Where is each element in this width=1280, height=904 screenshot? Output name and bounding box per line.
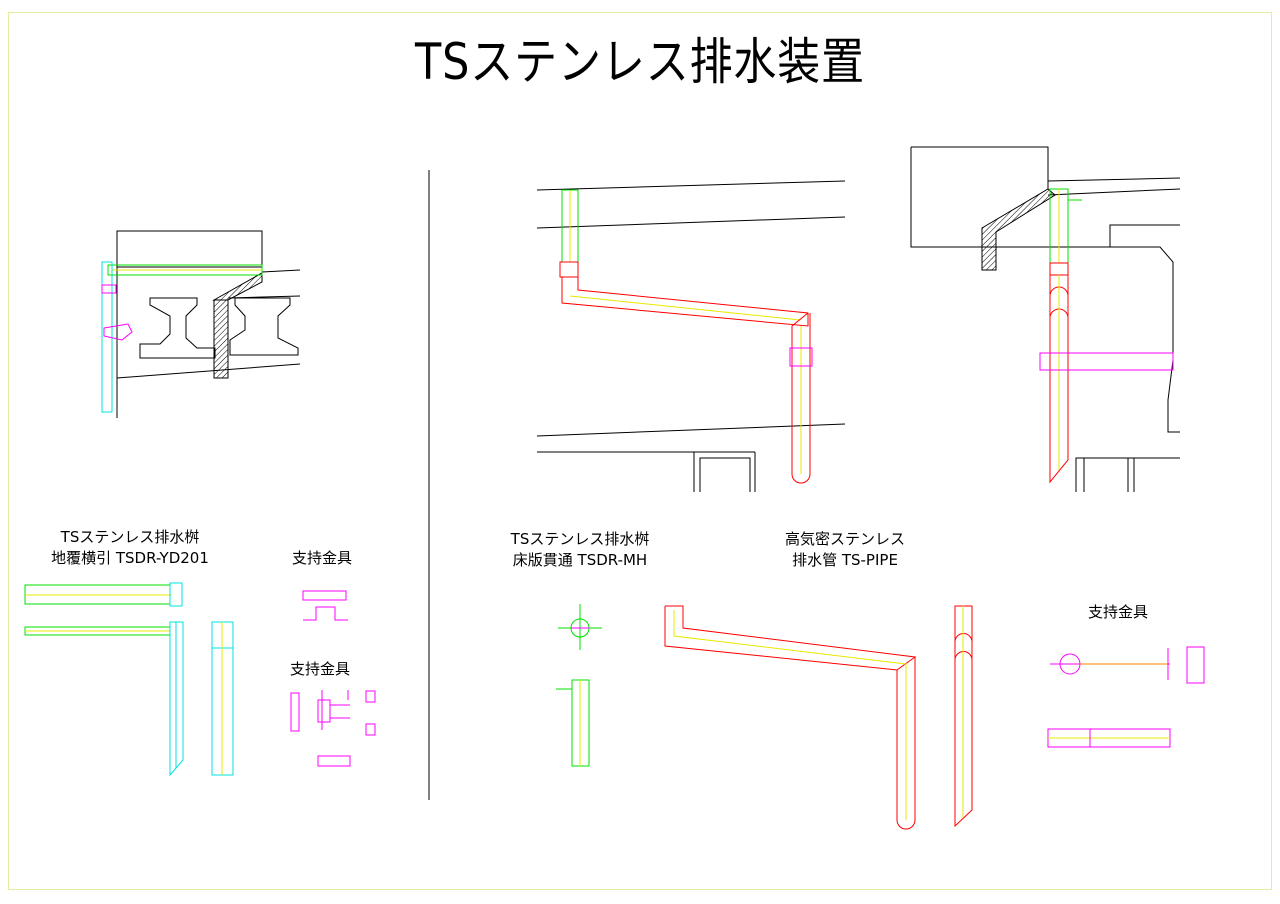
detail-yd201-section — [101, 230, 301, 418]
support-label-3: 支持金具 — [1088, 603, 1149, 621]
drawing-title: TSステンレス排水装置 — [414, 33, 866, 91]
pipe-label: 高気密ステンレス 排水管 TS-PIPE — [765, 529, 925, 571]
yd201-label: TSステンレス排水桝 地覆横引 TSDR-YD201 — [40, 527, 220, 569]
ts-pipe-components — [664, 605, 973, 830]
mh-components — [556, 604, 602, 767]
yd201-label-line2: 地覆横引 TSDR-YD201 — [51, 549, 209, 567]
detail-mh-section — [910, 146, 1181, 492]
mh-label: TSステンレス排水桝 床版貫通 TSDR-MH — [490, 529, 670, 571]
yd201-components — [24, 582, 376, 777]
yd201-label-line1: TSステンレス排水桝 — [60, 528, 200, 546]
support-label-1: 支持金具 — [292, 549, 353, 567]
pipe-label-line1: 高気密ステンレス — [784, 530, 905, 548]
mh-label-line1: TSステンレス排水桝 — [510, 530, 650, 548]
drawing-frame — [8, 12, 1272, 890]
mh-label-line2: 床版貫通 TSDR-MH — [512, 551, 648, 569]
support-label-2: 支持金具 — [290, 660, 351, 678]
detail-pipe-elevation — [536, 180, 846, 492]
support-components-right — [1047, 646, 1205, 748]
pipe-label-line2: 排水管 TS-PIPE — [792, 551, 898, 569]
